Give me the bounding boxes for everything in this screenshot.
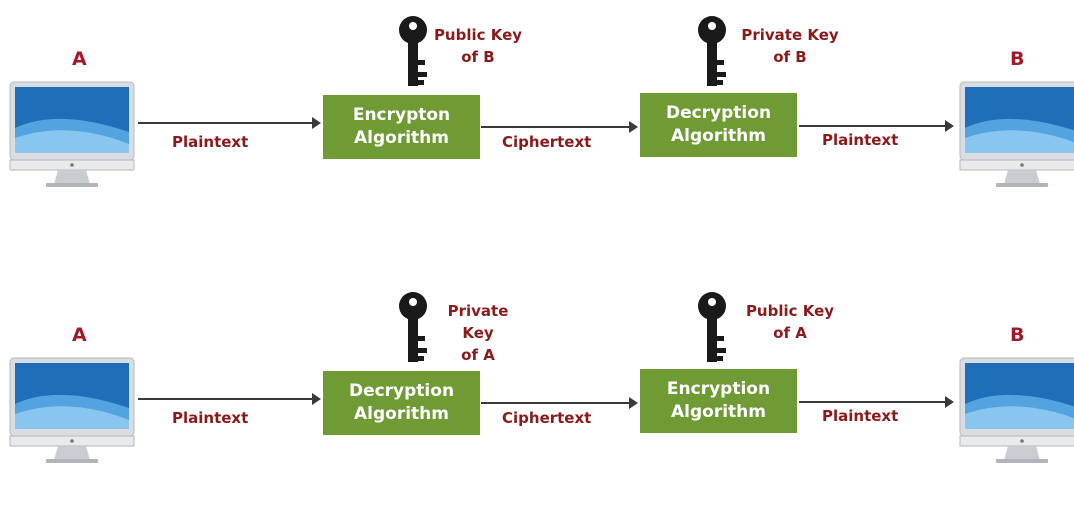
diagram-row-1: A B Plaintext Encrypton Algorithm Publi (0, 0, 1074, 231)
algorithm-box-line1: Encryption (666, 379, 771, 399)
key-label-line2: of B (773, 48, 807, 66)
algorithm-box-line2: Algorithm (671, 402, 766, 422)
flow-arrow (481, 397, 638, 409)
flow-label: Plaintext (822, 407, 899, 425)
flow-label: Ciphertext (502, 409, 592, 427)
algorithm-box: Encrypton Algorithm (323, 95, 480, 159)
flow-label: Plaintext (822, 131, 899, 149)
algorithm-box-line2: Algorithm (354, 128, 449, 148)
flow-arrow (799, 396, 954, 408)
algorithm-box-line1: Encrypton (352, 105, 451, 125)
key-label-line1: Private Key (741, 26, 839, 44)
key-icon (698, 292, 726, 362)
computer-icon (959, 81, 1074, 187)
key-label: Public Key of A (735, 300, 845, 344)
key-label-line2: of B (461, 48, 495, 66)
flow-arrow (481, 121, 638, 133)
sender-label: A (72, 48, 87, 70)
diagram-row-2: A B Plaintext Decryption Algorithm Priv (0, 276, 1074, 507)
algorithm-box: Decryption Algorithm (640, 93, 797, 157)
receiver-label: B (1010, 48, 1025, 70)
flow-arrow (138, 117, 321, 129)
algorithm-box-line1: Decryption (665, 103, 772, 123)
algorithm-box-line1: Decryption (348, 381, 455, 401)
key-icon (399, 16, 427, 86)
sender-label: A (72, 324, 87, 346)
flow-label: Plaintext (172, 409, 249, 427)
key-label: Private Key of B (735, 24, 845, 68)
key-label-line1: Private Key (447, 302, 509, 342)
flow-label: Ciphertext (502, 133, 592, 151)
key-icon (399, 292, 427, 362)
algorithm-box-line2: Algorithm (354, 404, 449, 424)
key-label-line2: of A (773, 324, 807, 342)
key-label: Public Key of B (430, 24, 526, 68)
computer-icon (959, 357, 1074, 463)
computer-icon (9, 357, 135, 463)
key-label-line1: Public Key (745, 302, 835, 320)
algorithm-box: Decryption Algorithm (323, 371, 480, 435)
flow-label: Plaintext (172, 133, 249, 151)
algorithm-box-line2: Algorithm (671, 126, 766, 146)
key-icon (698, 16, 726, 86)
algorithm-box: Encryption Algorithm (640, 369, 797, 433)
flow-arrow (138, 393, 321, 405)
flow-arrow (799, 120, 954, 132)
receiver-label: B (1010, 324, 1025, 346)
key-label: Private Key of A (430, 300, 526, 366)
key-label-line2: of A (461, 346, 495, 364)
computer-icon (9, 81, 135, 187)
key-label-line1: Public Key (433, 26, 523, 44)
